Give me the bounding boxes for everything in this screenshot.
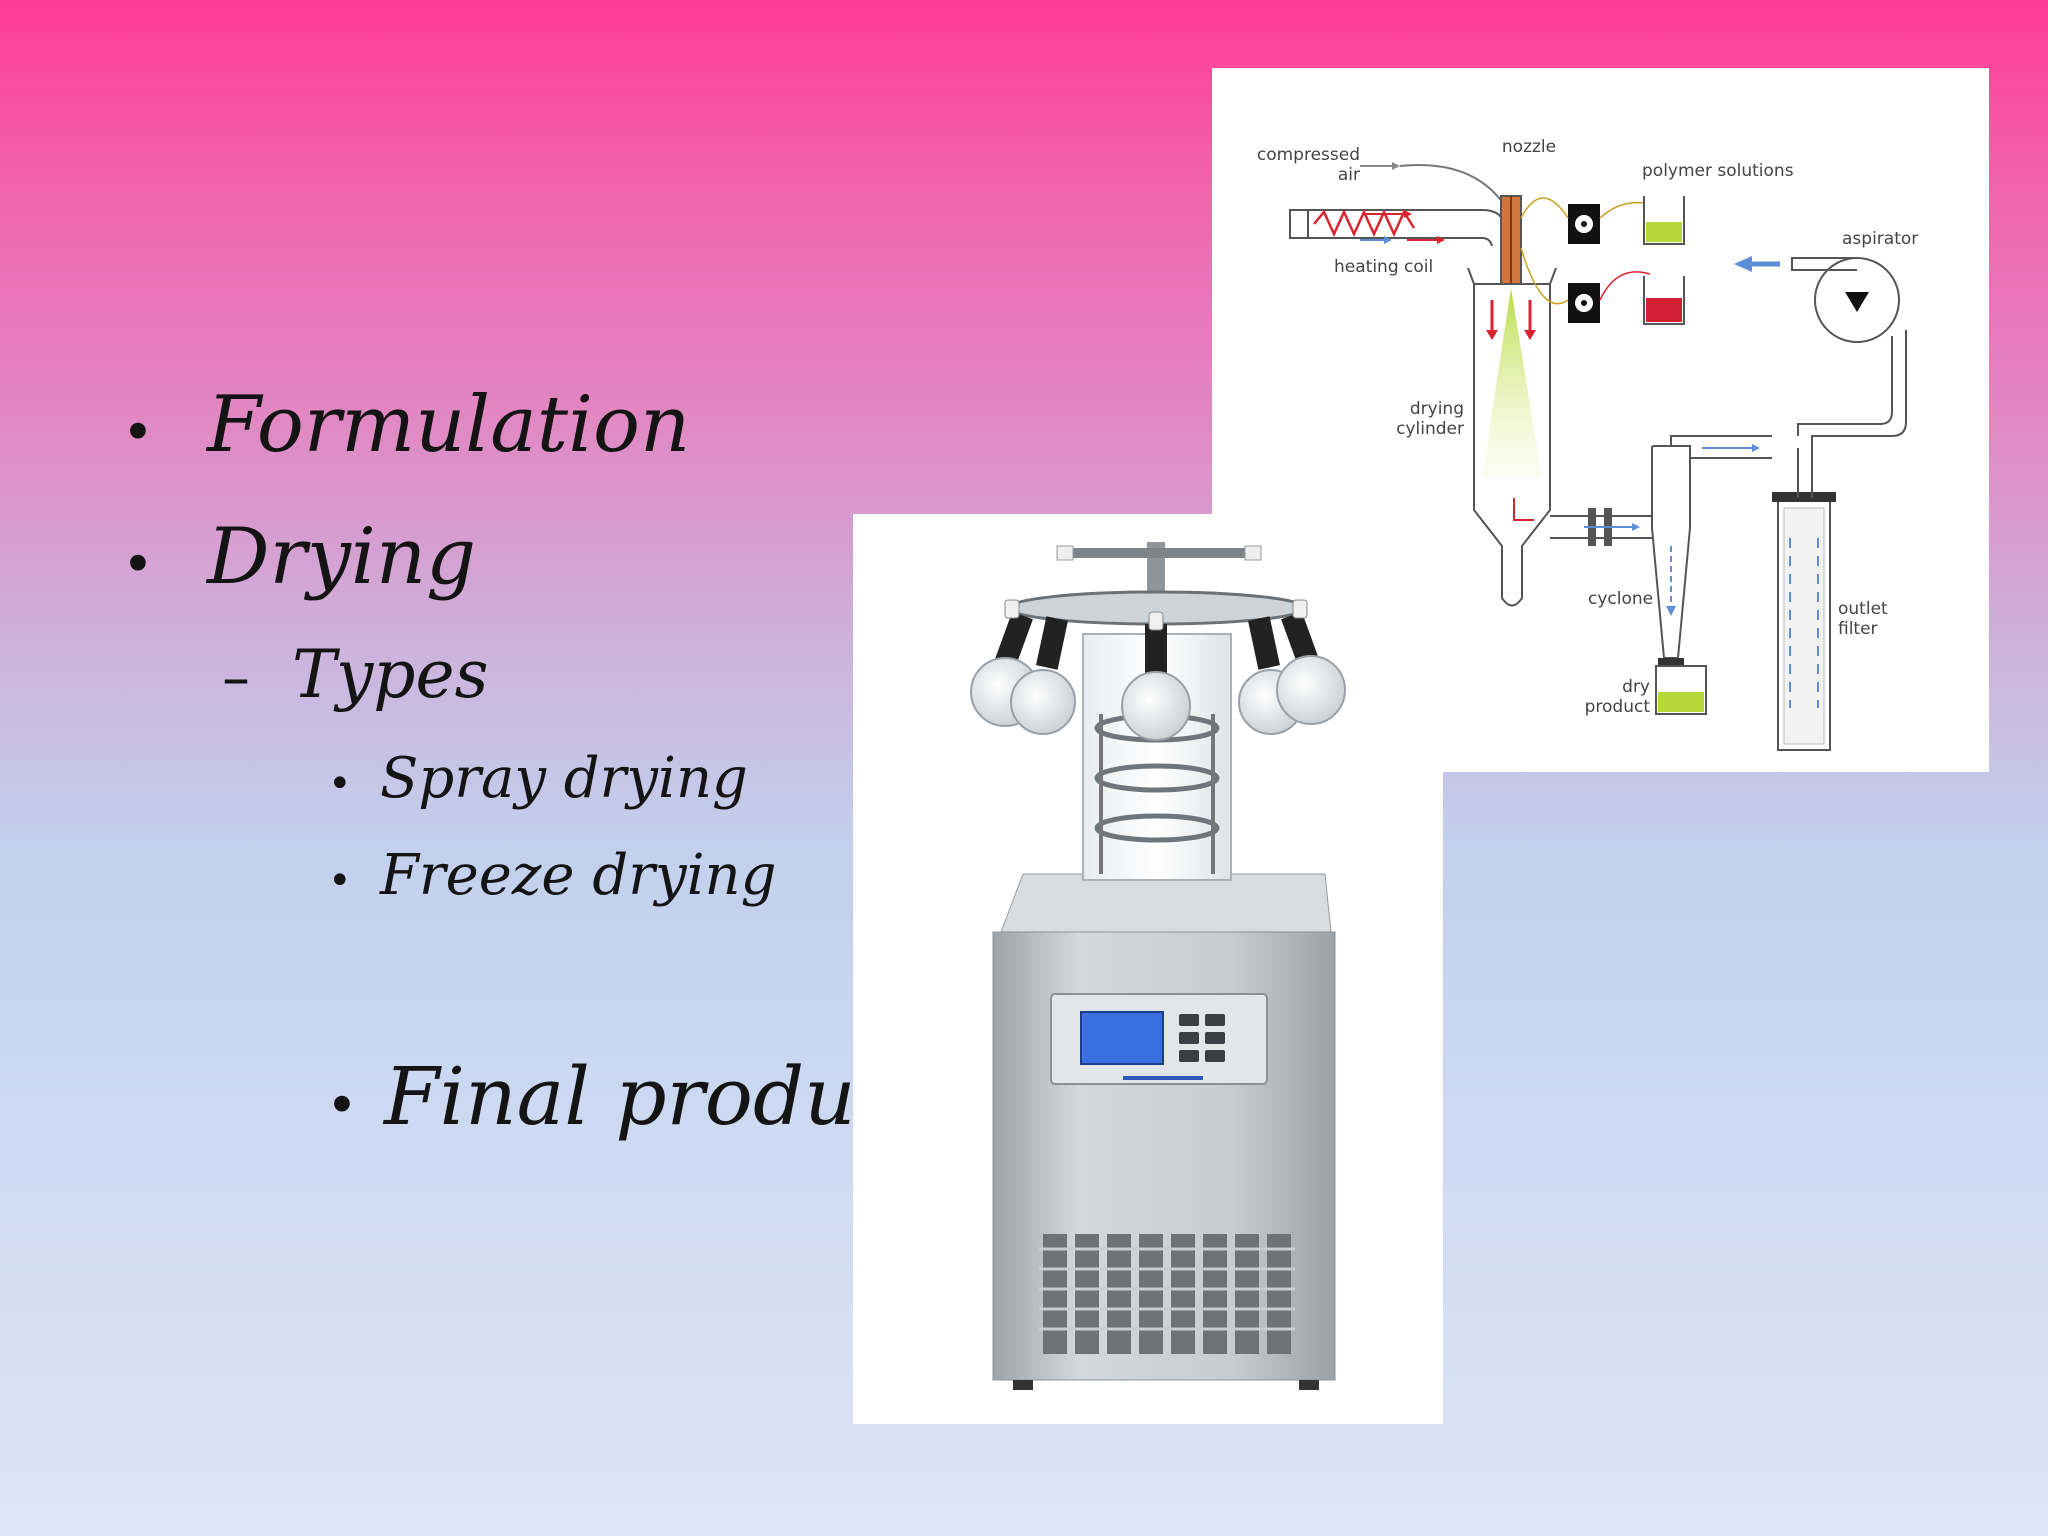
- bullet-dot: •: [328, 761, 352, 807]
- dash-glyph: –: [222, 646, 250, 711]
- flask-icon: [1010, 616, 1076, 735]
- sub-bullet-text-types: Types: [292, 636, 489, 713]
- sub-sub-bullet-text-freeze: Freeze drying: [380, 843, 777, 908]
- label-cyclone: cyclone: [1588, 589, 1653, 609]
- spray-dryer-schematic: compressed air nozzle polymer solutions …: [1257, 137, 1918, 751]
- sub-sub-bullet-freeze-drying: • Freeze drying: [328, 843, 776, 908]
- sub-sub-bullet-text-spray: Spray drying: [380, 746, 748, 811]
- label-filter: filter: [1838, 619, 1878, 639]
- bullet-dot: •: [326, 1074, 358, 1137]
- bullet-drying: • Drying: [122, 512, 476, 602]
- flask-icon: [1121, 624, 1191, 741]
- sub-bullet-types: – Types: [222, 636, 489, 713]
- flask-icon: [1276, 611, 1346, 725]
- label-nozzle: nozzle: [1502, 137, 1556, 157]
- bullet-dot: •: [328, 858, 352, 904]
- bullet-dot: •: [122, 533, 154, 596]
- label-compressed: compressed: [1257, 145, 1360, 165]
- label-dry: dry: [1622, 677, 1650, 697]
- freeze-dryer-illustration: [970, 542, 1346, 1390]
- bullet-text-formulation: Formulation: [207, 380, 691, 470]
- label-outlet: outlet: [1838, 599, 1888, 619]
- bullet-dot: •: [122, 401, 154, 464]
- label-polymer-solutions: polymer solutions: [1642, 161, 1794, 181]
- heating-coil-icon: [1313, 208, 1416, 238]
- bullet-formulation: • Formulation: [122, 380, 690, 470]
- label-air: air: [1338, 165, 1360, 185]
- bullet-text-final-product: Final product: [384, 1050, 933, 1143]
- bullet-text-drying: Drying: [207, 512, 477, 602]
- label-cylinder: cylinder: [1396, 419, 1464, 439]
- sub-sub-bullet-spray-drying: • Spray drying: [328, 746, 748, 811]
- vent-grille: [1043, 1234, 1291, 1354]
- label-heating-coil: heating coil: [1334, 257, 1433, 277]
- label-aspirator: aspirator: [1842, 229, 1918, 249]
- display-screen: [1080, 1011, 1164, 1065]
- label-drying: drying: [1410, 399, 1464, 419]
- spray-cone: [1482, 288, 1542, 478]
- bullet-list: • Formulation • Drying – Types • Spray d…: [0, 0, 933, 1200]
- bullet-final-product: • Final product: [326, 1050, 933, 1143]
- heating-coil-inlet: [1289, 209, 1309, 239]
- freeze-dryer-image: [853, 514, 1443, 1424]
- label-product: product: [1585, 697, 1651, 717]
